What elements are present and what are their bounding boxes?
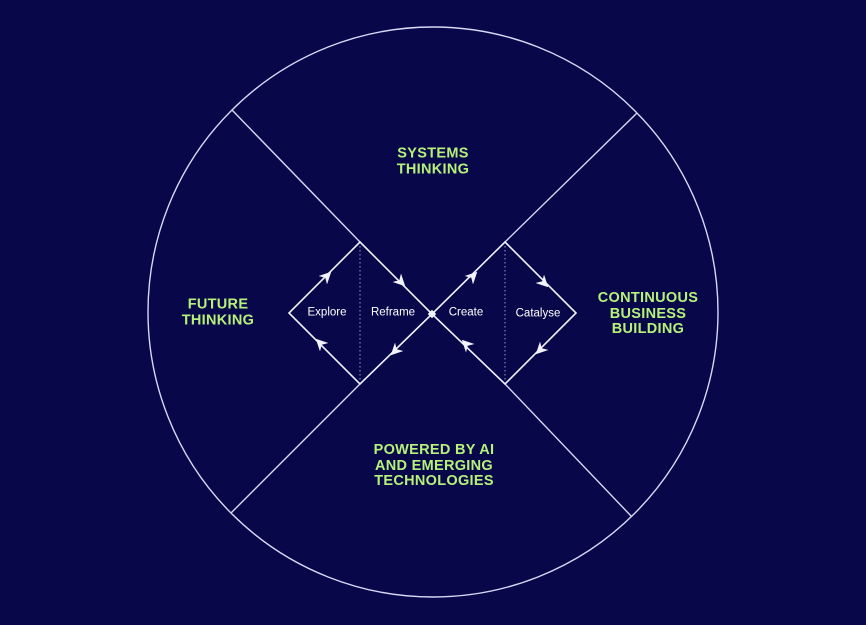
arrow-catalyse-down-icon — [535, 274, 549, 288]
stage-label-explore: Explore — [307, 306, 347, 319]
right-diamond — [430, 240, 578, 386]
outer-circle — [147, 26, 719, 598]
stage-label-create: Create — [448, 306, 484, 319]
quadrant-label-continuous-business-building: CONTINUOUS BUSINESS BUILDING — [597, 289, 699, 337]
stage-label-catalyse: Catalyse — [515, 307, 561, 320]
divider-bottom-right — [504, 383, 633, 518]
quadrant-label-systems-thinking: SYSTEMS THINKING — [396, 145, 470, 177]
center-node — [427, 309, 437, 319]
stage-label-reframe: Reframe — [370, 306, 416, 319]
divider-bottom-left — [230, 383, 361, 514]
quadrant-label-powered-by-ai: POWERED BY AI AND EMERGING TECHNOLOGIES — [373, 441, 495, 489]
divider-top-right — [504, 112, 638, 243]
left-diamond — [287, 240, 434, 386]
quadrant-label-future-thinking: FUTURE THINKING — [181, 296, 255, 328]
divider-top-left — [231, 109, 361, 243]
